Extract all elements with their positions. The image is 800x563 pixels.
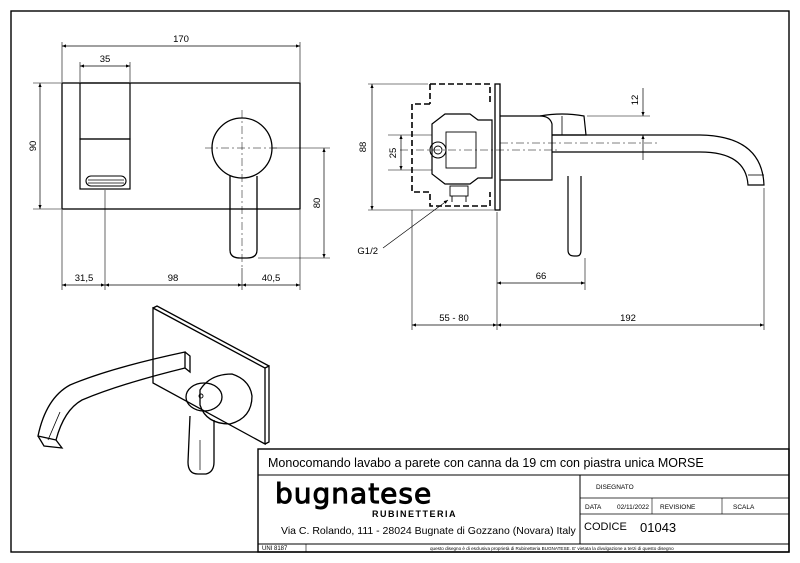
disclaimer: questo disegno è di esclusiva proprietà … [430,546,674,551]
side-wall-plate [494,83,501,211]
dim-top-12: 12 [630,95,641,106]
iso-handle-knob [199,373,253,425]
standard-label: UNI 8187 [262,546,288,552]
dim-center-98: 98 [168,273,179,284]
dim-spout-192: 192 [620,313,636,324]
side-view [368,83,765,330]
side-box-dashed [411,83,491,207]
drawing-date: 02/11/2022 [617,504,649,511]
dim-lever-66: 66 [536,271,547,282]
front-view [33,42,330,290]
dim-left-31-5: 31,5 [75,273,94,284]
iso-plate [152,306,266,446]
dim-inlet-25: 25 [388,148,399,159]
label-scala: SCALA [733,504,755,511]
dim-width-170: 170 [173,34,189,45]
label-disegnato: DISEGNATO [596,484,634,491]
front-handle-lever [229,176,258,259]
front-cartridge-bottom [79,138,131,190]
front-plate [61,82,301,210]
front-view-dimensions: 170 35 90 80 31,5 98 40,5 [28,34,323,284]
front-cartridge-top [79,82,131,140]
label-data: DATA [585,504,602,511]
iso-spout [37,351,186,441]
leader-g12 [382,199,449,249]
dim-depth-88: 88 [358,142,369,153]
brand-logo-sub: RUBINETTERIA [372,509,457,519]
sheet-border [10,10,790,553]
front-spout-outlet [85,175,127,187]
side-view-dimensions: 88 25 12 66 55 - 80 192 G1/2 [357,95,641,324]
isometric-view [37,305,270,475]
dim-cartridge-35: 35 [100,54,111,65]
side-lever [567,176,582,257]
dim-height-90: 90 [28,141,39,152]
title-block [257,448,790,553]
company-address: Via C. Rolando, 111 - 28024 Bugnate di G… [281,525,577,537]
label-revisione: REVISIONE [660,504,696,511]
drawing-title: Monocomando lavabo a parete con canna da… [268,456,704,470]
product-code: 01043 [640,520,676,535]
brand-logo: bugnatese [275,477,432,510]
dim-handle-80: 80 [312,198,323,209]
side-spout [552,134,765,186]
dim-install-55-80: 55 - 80 [439,313,469,324]
dim-right-40-5: 40,5 [262,273,281,284]
label-thread-g12: G1/2 [357,246,378,257]
side-handle-body [500,115,553,181]
iso-handle-lever [187,415,215,475]
title-block-text: Monocomando lavabo a parete con canna da… [262,456,755,552]
label-codice: CODICE [584,521,627,533]
side-valve-body [431,113,493,185]
